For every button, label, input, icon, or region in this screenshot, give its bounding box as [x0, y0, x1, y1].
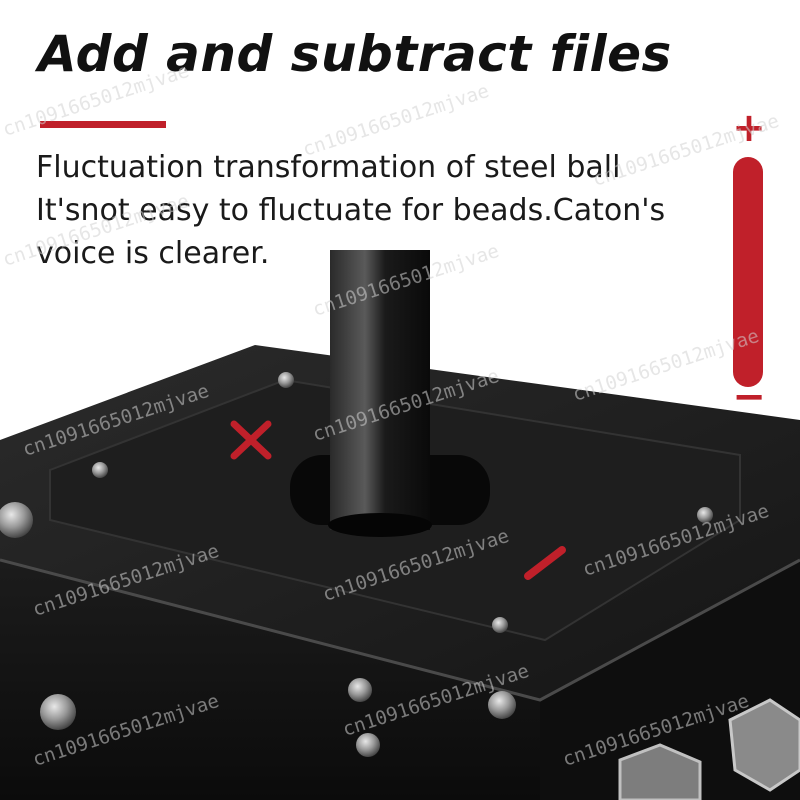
hex-nut-icon — [728, 698, 800, 792]
plus-icon: + — [732, 105, 766, 151]
feature-description: Fluctuation transformation of steel ball… — [36, 146, 716, 275]
shifter-device-photo — [0, 250, 800, 800]
screw-icon — [0, 502, 33, 538]
shift-rod — [330, 250, 430, 530]
add-subtract-indicator: + − — [725, 105, 785, 420]
headline: Add and subtract files — [38, 25, 672, 83]
screw-icon — [492, 617, 508, 633]
screw-icon — [697, 507, 713, 523]
description-line: It'snot easy to fluctuate for beads.Cato… — [36, 193, 666, 228]
indicator-bar — [733, 157, 763, 387]
headline-accent-bar — [40, 121, 166, 128]
screw-icon — [356, 733, 380, 757]
description-line: voice is clearer. — [36, 236, 270, 271]
device-front-side — [0, 560, 540, 800]
hex-nut-icon — [618, 743, 702, 800]
screw-icon — [278, 372, 294, 388]
minus-icon: − — [732, 374, 766, 420]
red-dash-icon — [524, 546, 566, 580]
screw-icon — [488, 691, 516, 719]
screw-icon — [348, 678, 372, 702]
screw-icon — [40, 694, 76, 730]
screw-icon — [92, 462, 108, 478]
description-line: Fluctuation transformation of steel ball — [36, 150, 621, 185]
red-cross-icon — [230, 420, 272, 460]
